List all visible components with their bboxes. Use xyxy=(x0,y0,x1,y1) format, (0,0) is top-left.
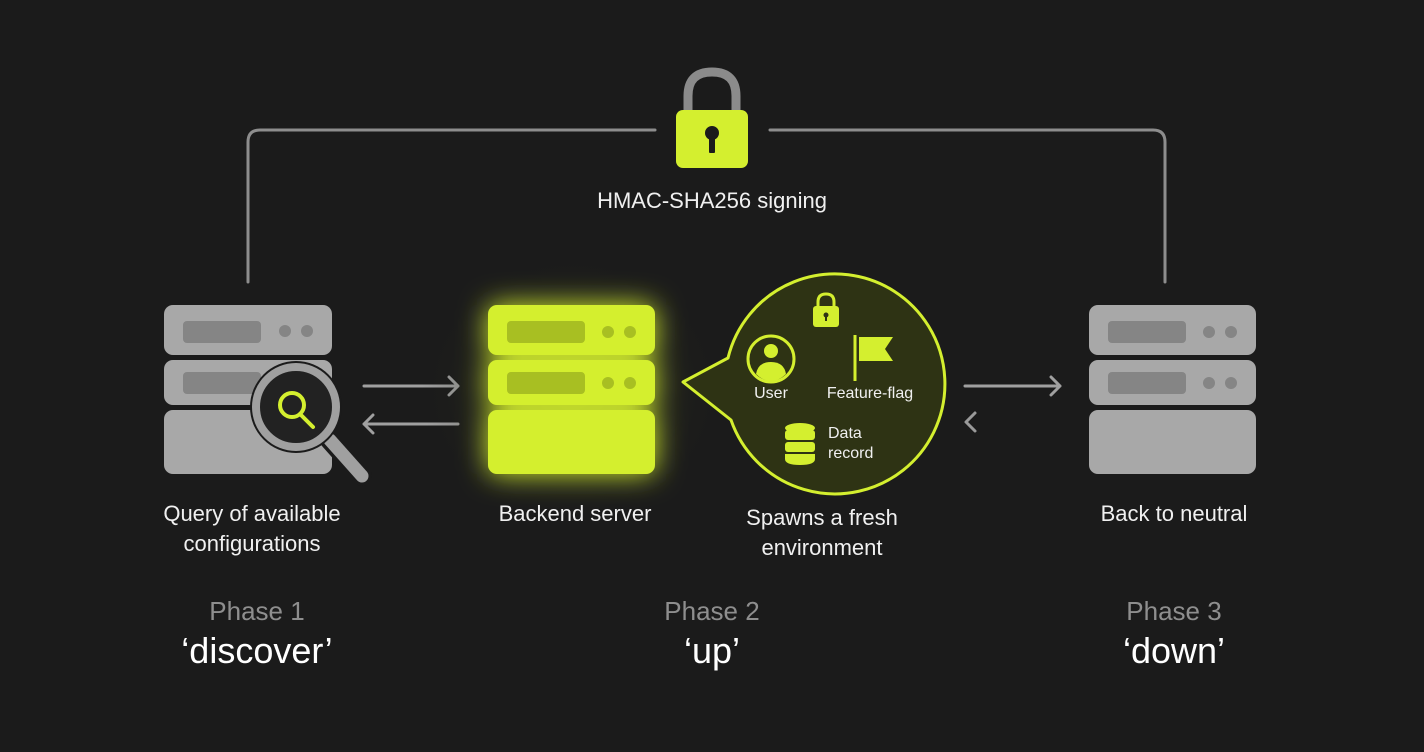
user-label: User xyxy=(754,385,788,402)
phase-1-label: Phase 1 xyxy=(209,596,305,626)
phase-2-name: ‘up’ xyxy=(683,630,741,671)
phase-3-label: Phase 3 xyxy=(1126,596,1222,626)
padlock-icon xyxy=(676,67,748,168)
discover-caption: Query of available configurations xyxy=(163,501,341,556)
feature-flag-icon xyxy=(853,335,893,381)
signing-connector xyxy=(246,128,1167,284)
small-lock-icon xyxy=(813,292,839,327)
signing-label: HMAC-SHA256 signing xyxy=(597,188,827,213)
database-icon xyxy=(785,423,815,465)
user-icon xyxy=(746,334,796,384)
neutral-caption: Back to neutral xyxy=(1100,501,1248,526)
environment-bubble xyxy=(681,272,947,496)
environment-caption: Spawns a fresh environment xyxy=(746,505,898,560)
magnifier-icon xyxy=(250,361,372,486)
phase-1-name: ‘discover’ xyxy=(181,630,333,671)
phase-3-name: ‘down’ xyxy=(1122,630,1226,671)
neutral-server-icon xyxy=(1089,305,1256,474)
data-record-label: Data record xyxy=(828,425,874,462)
arrows-up-down xyxy=(963,375,1062,433)
phase-2-label: Phase 2 xyxy=(664,596,760,626)
backend-server-caption: Backend server xyxy=(498,501,652,526)
feature-flag-label: Feature-flag xyxy=(826,385,914,402)
